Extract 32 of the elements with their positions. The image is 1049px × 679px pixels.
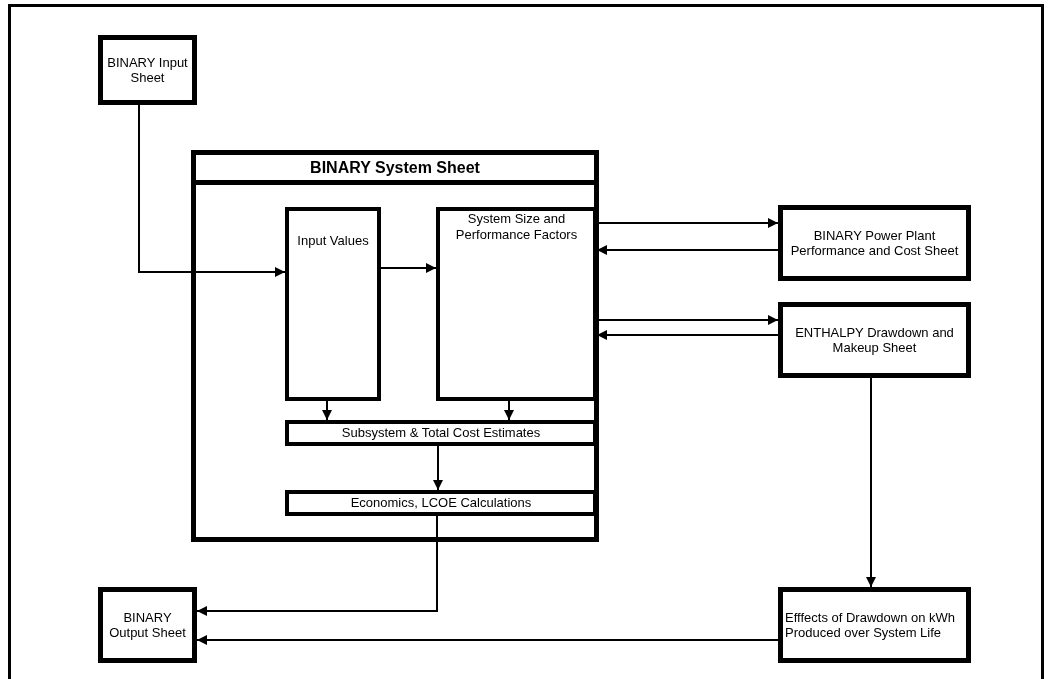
node-label: BINARY Input Sheet <box>107 54 188 86</box>
arrow <box>596 245 779 255</box>
sheet-box <box>285 420 597 446</box>
arrow <box>504 400 514 421</box>
sheet-box <box>778 205 971 281</box>
arrow <box>433 445 443 491</box>
arrow <box>322 400 332 421</box>
arrow <box>196 635 779 645</box>
node-label: Efffects of Drawdown on kWh Produced over System Life <box>785 609 957 641</box>
arrow <box>596 330 779 340</box>
arrow <box>196 515 438 616</box>
sheet-box <box>285 490 597 516</box>
node-label: Subsystem & Total Cost Estimates <box>340 425 542 441</box>
sheet-box <box>285 207 381 401</box>
node-label: BINARY Power Plant Performance and Cost Sheet <box>789 227 960 259</box>
sheet-box <box>436 207 597 401</box>
node-label: System Size and Performance Factors <box>454 211 579 242</box>
arrow <box>380 263 437 273</box>
node-label: Economics, LCOE Calculations <box>349 495 533 511</box>
arrow <box>596 315 779 325</box>
panel-title: BINARY System Sheet <box>310 158 480 177</box>
arrow <box>866 377 876 588</box>
sheet-box <box>778 587 971 663</box>
sheet-box <box>98 587 197 663</box>
arrow <box>138 104 286 277</box>
node-label: Input Values <box>296 233 370 249</box>
arrow <box>596 218 779 228</box>
node-label: ENTHALPY Drawdown and Makeup Sheet <box>794 324 955 356</box>
sheet-panel <box>191 150 599 542</box>
sheet-box <box>98 35 197 105</box>
node-label: BINARY Output Sheet <box>108 609 187 641</box>
sheet-box <box>778 302 971 378</box>
